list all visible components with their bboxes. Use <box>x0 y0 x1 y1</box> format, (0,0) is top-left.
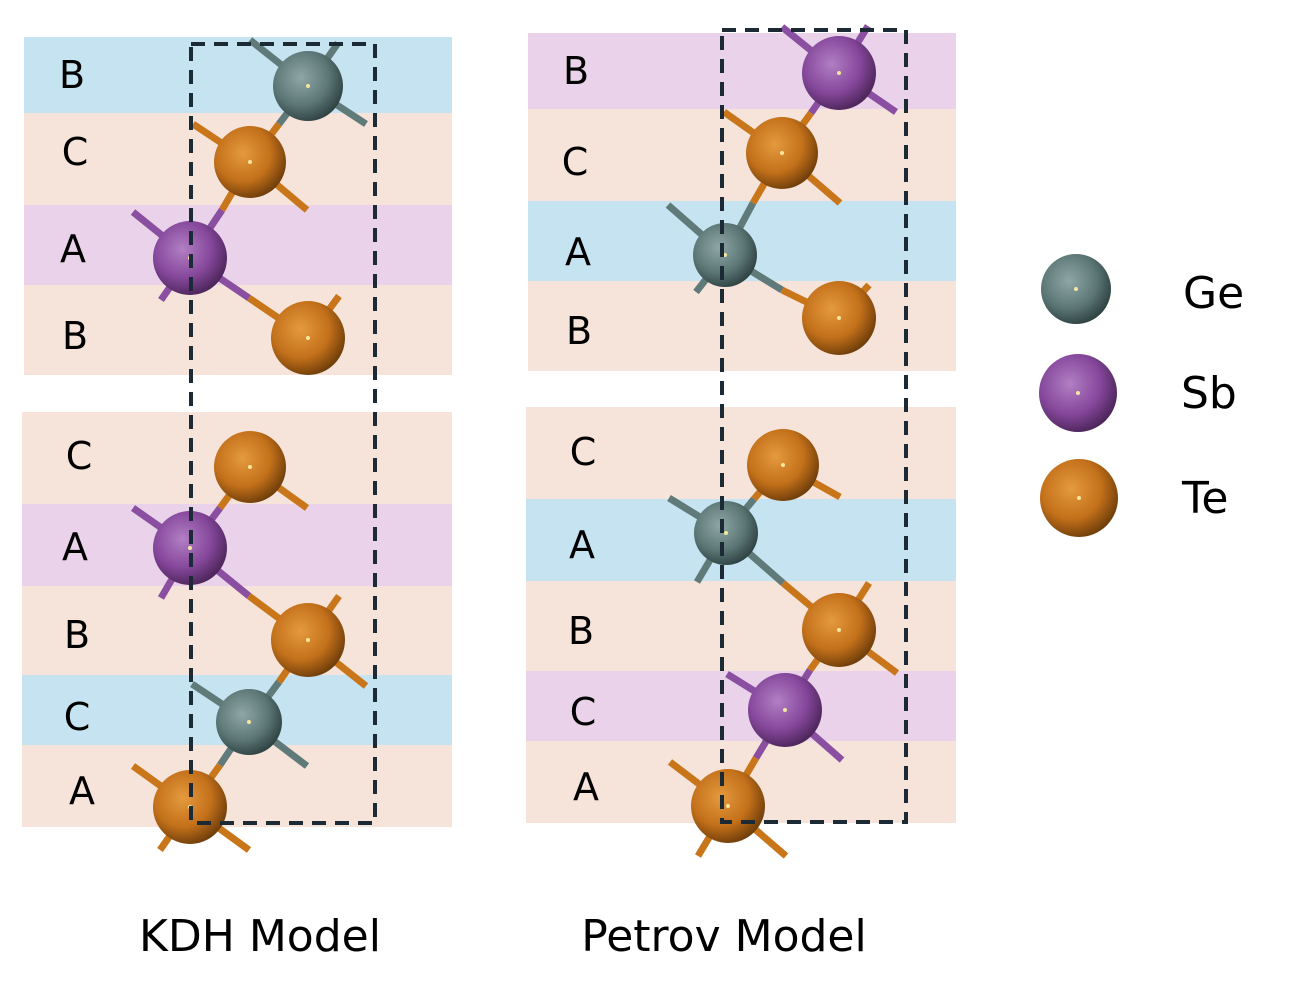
atom-highlight <box>1076 391 1080 395</box>
atom-te <box>214 126 286 198</box>
layer-label: C <box>64 695 91 739</box>
panel-kdh: B C A B C A B C A <box>22 37 452 962</box>
atom-te <box>802 593 876 667</box>
atom-highlight <box>837 628 841 632</box>
layer-band <box>22 586 452 675</box>
atom-te <box>802 281 876 355</box>
atom-te <box>746 117 818 189</box>
layer-band <box>528 33 956 109</box>
layer-band <box>24 37 452 113</box>
layer-band <box>22 745 452 827</box>
layer-band <box>24 285 452 375</box>
atom-highlight <box>726 804 730 808</box>
panel-title: Petrov Model <box>581 911 866 962</box>
layer-band <box>526 407 956 499</box>
layer-label: B <box>59 53 85 97</box>
atom-highlight <box>188 546 192 550</box>
atoms-petrov <box>691 36 876 843</box>
atom-ge <box>273 51 343 121</box>
atom-highlight <box>724 531 728 535</box>
layer-band <box>526 581 956 671</box>
atom-te <box>271 603 345 677</box>
atom-highlight <box>783 708 787 712</box>
layer-label: B <box>566 309 592 353</box>
atom-sb <box>153 511 227 585</box>
atom-sb <box>802 36 876 110</box>
atom-te <box>214 431 286 503</box>
legend-label: Te <box>1181 473 1228 524</box>
legend-item-sb: Sb <box>1039 354 1237 432</box>
legend-item-te: Te <box>1040 459 1228 537</box>
layer-labels-kdh: B C A B C A B C A <box>59 53 95 813</box>
legend-swatch-te <box>1040 459 1118 537</box>
atom-sb <box>748 673 822 747</box>
atom-highlight <box>306 336 310 340</box>
atom-ge <box>693 223 757 287</box>
layer-label: C <box>570 690 597 734</box>
panel-petrov: B C A B C A B C A <box>526 24 956 962</box>
atoms-kdh <box>153 51 345 844</box>
layer-label: A <box>573 765 599 809</box>
atom-highlight <box>248 160 252 164</box>
layer-label: A <box>69 769 95 813</box>
layer-label: B <box>64 613 90 657</box>
legend-swatch-sb <box>1039 354 1117 432</box>
atom-highlight <box>1074 287 1078 291</box>
atom-highlight <box>306 84 310 88</box>
atom-highlight <box>247 720 251 724</box>
legend-item-ge: Ge <box>1041 254 1244 324</box>
layer-label: A <box>569 523 595 567</box>
legend-label: Sb <box>1181 368 1237 419</box>
unit-cell-box <box>720 28 908 824</box>
layer-labels-petrov: B C A B C A B C A <box>562 49 599 809</box>
atom-te <box>747 429 819 501</box>
legend: Ge Sb Te <box>1039 254 1244 537</box>
atom-highlight <box>248 465 252 469</box>
atom-highlight <box>780 151 784 155</box>
layer-label: B <box>62 314 88 358</box>
atom-highlight <box>837 71 841 75</box>
atom-highlight <box>1077 496 1081 500</box>
layer-label: B <box>563 49 589 93</box>
atom-ge <box>694 501 758 565</box>
layer-label: A <box>60 227 86 271</box>
atom-highlight <box>781 463 785 467</box>
atom-highlight <box>837 316 841 320</box>
legend-label: Ge <box>1183 268 1244 319</box>
atom-highlight <box>306 638 310 642</box>
layer-label: C <box>562 140 589 184</box>
layer-label: A <box>62 525 88 569</box>
layer-label: A <box>565 230 591 274</box>
layer-label: B <box>568 609 594 653</box>
layer-label: C <box>570 430 597 474</box>
atom-te <box>691 769 765 843</box>
layer-label: C <box>62 130 89 174</box>
atom-te <box>271 301 345 375</box>
layer-band <box>24 205 452 285</box>
panel-title: KDH Model <box>139 911 381 962</box>
layer-band <box>528 281 956 371</box>
unit-cell-box <box>189 42 377 825</box>
layer-label: C <box>66 434 93 478</box>
layer-band <box>22 504 452 586</box>
atom-ge <box>216 689 282 755</box>
legend-swatch-ge <box>1041 254 1111 324</box>
